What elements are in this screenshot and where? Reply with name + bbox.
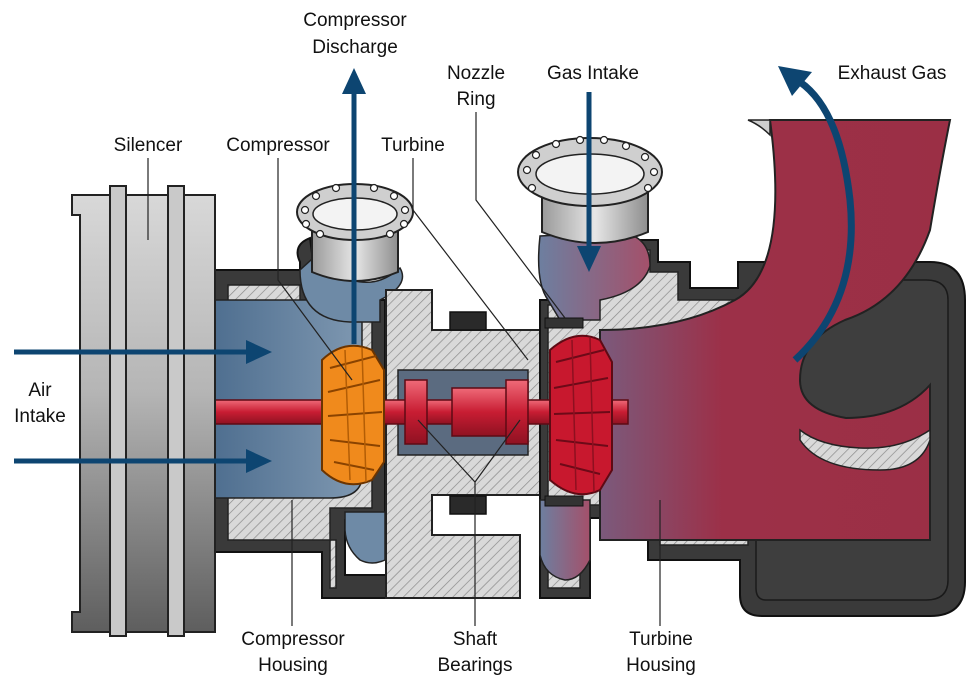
air-intake-arrow-upper [14,340,272,364]
label-compressor: Compressor [226,135,330,156]
label-shaft-bearings-line2: Bearings [438,655,513,676]
label-gas-intake: Gas Intake [547,63,639,84]
leader-compressor [277,158,353,381]
leader-nozzle-ring [475,112,566,319]
leader-lines [147,112,661,626]
label-compressor-discharge-line1: Compressor [303,10,407,31]
label-compressor-housing-line1: Compressor [241,629,345,650]
label-nozzle-ring-line1: Nozzle [447,63,505,84]
label-compressor-housing-line2: Housing [258,655,328,676]
exhaust-passage [599,119,952,541]
label-turbine: Turbine [381,135,445,156]
leader-shaft-bearings [417,419,521,626]
air-intake-arrow-lower [14,449,272,473]
label-air-intake-line1: Air [28,380,52,401]
silencer [71,185,216,637]
exhaust-gas-arrow [778,66,855,363]
label-shaft-bearings-line1: Shaft [453,629,498,650]
label-compressor-discharge-line2: Discharge [312,37,398,58]
label-air-intake-line2: Intake [14,406,66,427]
label-nozzle-ring-line2: Ring [456,89,495,110]
turbine-wheel [549,334,613,496]
leader-turbine [412,158,529,361]
gas-intake-arrow [577,92,601,272]
label-silencer: Silencer [114,135,183,156]
label-turbine-housing-line1: Turbine [629,629,693,650]
compressor-wheel [321,344,385,486]
label-turbine-housing-line2: Housing [626,655,696,676]
label-exhaust-gas: Exhaust Gas [838,63,947,84]
compressor-discharge-arrow [342,68,366,344]
